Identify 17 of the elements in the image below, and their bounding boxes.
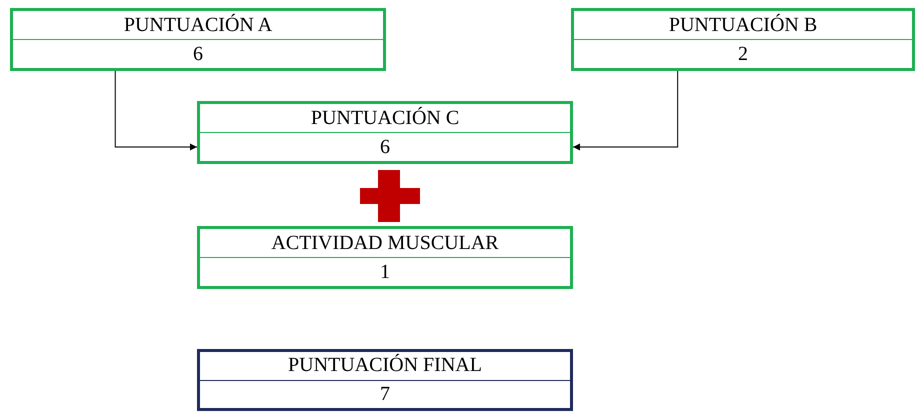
score-heading: PUNTUACIÓN C	[200, 104, 570, 133]
score-table	[197, 349, 573, 411]
score-value: 1	[379, 260, 391, 284]
arrow	[114, 70, 198, 150]
score-value: 6	[192, 42, 204, 66]
score-heading: PUNTUACIÓN B	[574, 11, 912, 40]
score-table	[197, 101, 573, 164]
score-heading: ACTIVIDAD MUSCULAR	[200, 229, 570, 258]
score-value: 6	[379, 134, 391, 160]
score-heading: PUNTUACIÓN FINAL	[200, 352, 570, 380]
score-table	[10, 8, 386, 71]
arrow	[572, 70, 678, 150]
score-heading: PUNTUACIÓN A	[13, 11, 383, 40]
score-table	[571, 8, 915, 71]
score-value: 2	[737, 42, 749, 66]
score-value: 7	[379, 382, 391, 407]
score-table	[197, 226, 573, 289]
